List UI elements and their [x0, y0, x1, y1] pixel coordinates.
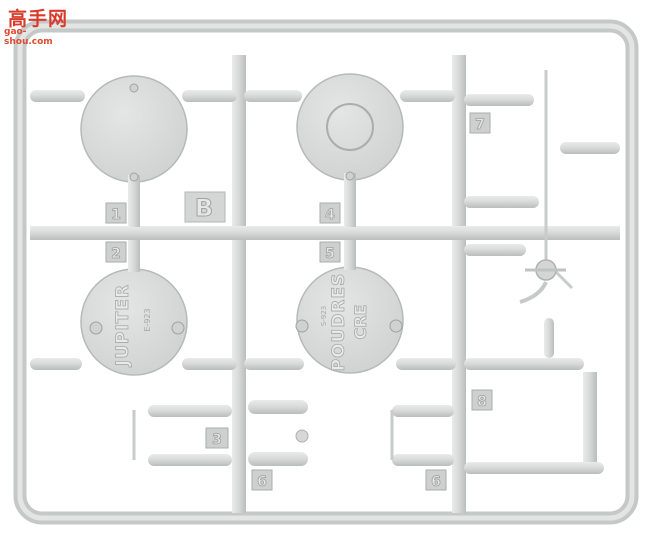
runner-stub — [464, 358, 584, 370]
svg-text:6: 6 — [431, 474, 441, 490]
gate — [344, 173, 356, 227]
part-number-tab: 2 — [105, 241, 127, 263]
svg-text:1: 1 — [111, 207, 121, 223]
part-number-tab: 8 — [471, 389, 493, 411]
runner-stub — [30, 90, 85, 102]
part-knob — [295, 429, 309, 443]
runner-stub — [244, 358, 304, 370]
runner-stub — [560, 142, 620, 154]
runner-stub — [396, 358, 456, 370]
site-watermark: 高手网 gao-shou.com — [4, 4, 70, 47]
svg-text:3: 3 — [212, 432, 222, 448]
lid-clasp — [89, 321, 103, 335]
lid-brand-jupiter: JUPITER — [113, 284, 133, 367]
runner-stub — [400, 90, 455, 102]
svg-text:7: 7 — [475, 117, 485, 133]
lid-sub-poudres: CRE — [351, 305, 370, 340]
runner-stub — [392, 454, 454, 466]
runner-stub — [244, 90, 302, 102]
part-number-tab: 3 — [205, 427, 229, 449]
runner-stub — [464, 94, 534, 106]
svg-text:5: 5 — [325, 246, 335, 262]
watermark-title: 高手网 — [8, 8, 69, 30]
part-number-tab: 4 — [319, 202, 341, 224]
lid-bottom-right — [296, 266, 404, 374]
sprue-frame-highlight — [17, 23, 635, 521]
part-rod — [248, 452, 308, 466]
pipe-part — [519, 281, 548, 304]
lid-clasp — [129, 172, 139, 182]
sprue-letter: B — [195, 194, 213, 222]
gate — [344, 240, 356, 270]
runner-horizontal-middle — [30, 226, 620, 240]
gate — [128, 175, 140, 227]
svg-text:6: 6 — [257, 474, 267, 490]
svg-text:4: 4 — [325, 207, 335, 223]
lid-brand-poudres: POUDRES — [329, 273, 349, 372]
lid-clasp — [171, 321, 185, 335]
sprue-letter-tab — [184, 191, 226, 223]
runner-vertical-right — [452, 55, 466, 513]
runner-stub — [182, 90, 237, 102]
runner-stub — [544, 318, 554, 358]
lid-clasp — [345, 171, 355, 181]
runner-stub — [148, 454, 232, 466]
svg-text:8: 8 — [477, 394, 487, 410]
lid-code-poudres: S-923 — [320, 306, 328, 326]
part-number-tab: 1 — [105, 202, 127, 224]
lid-code-jupiter: E-923 — [143, 308, 152, 331]
gate — [128, 240, 140, 272]
lid-clasp — [389, 319, 403, 333]
runner-stub — [182, 358, 237, 370]
runner-stub — [148, 405, 232, 417]
lid-clasp — [129, 83, 139, 93]
svg-text:2: 2 — [111, 246, 121, 262]
runner-stub — [464, 196, 539, 208]
runner-stub — [464, 244, 526, 256]
runner-stub — [464, 462, 604, 474]
runner-stub — [30, 358, 82, 370]
lid-clasp — [295, 319, 309, 333]
part-rod — [248, 400, 308, 414]
part-number-tab: 5 — [319, 241, 341, 263]
lid-top-right — [296, 73, 404, 181]
part-number-tab: 6 — [251, 469, 273, 491]
part-number-tab: 7 — [469, 112, 491, 134]
part-number-tab: 6 — [425, 469, 447, 491]
runner-stub — [583, 372, 597, 472]
runner-vertical-center — [232, 55, 246, 513]
lid-top-right-ring — [326, 103, 374, 151]
watermark-url: gao-shou.com — [4, 27, 53, 47]
runner-stub — [392, 405, 454, 417]
